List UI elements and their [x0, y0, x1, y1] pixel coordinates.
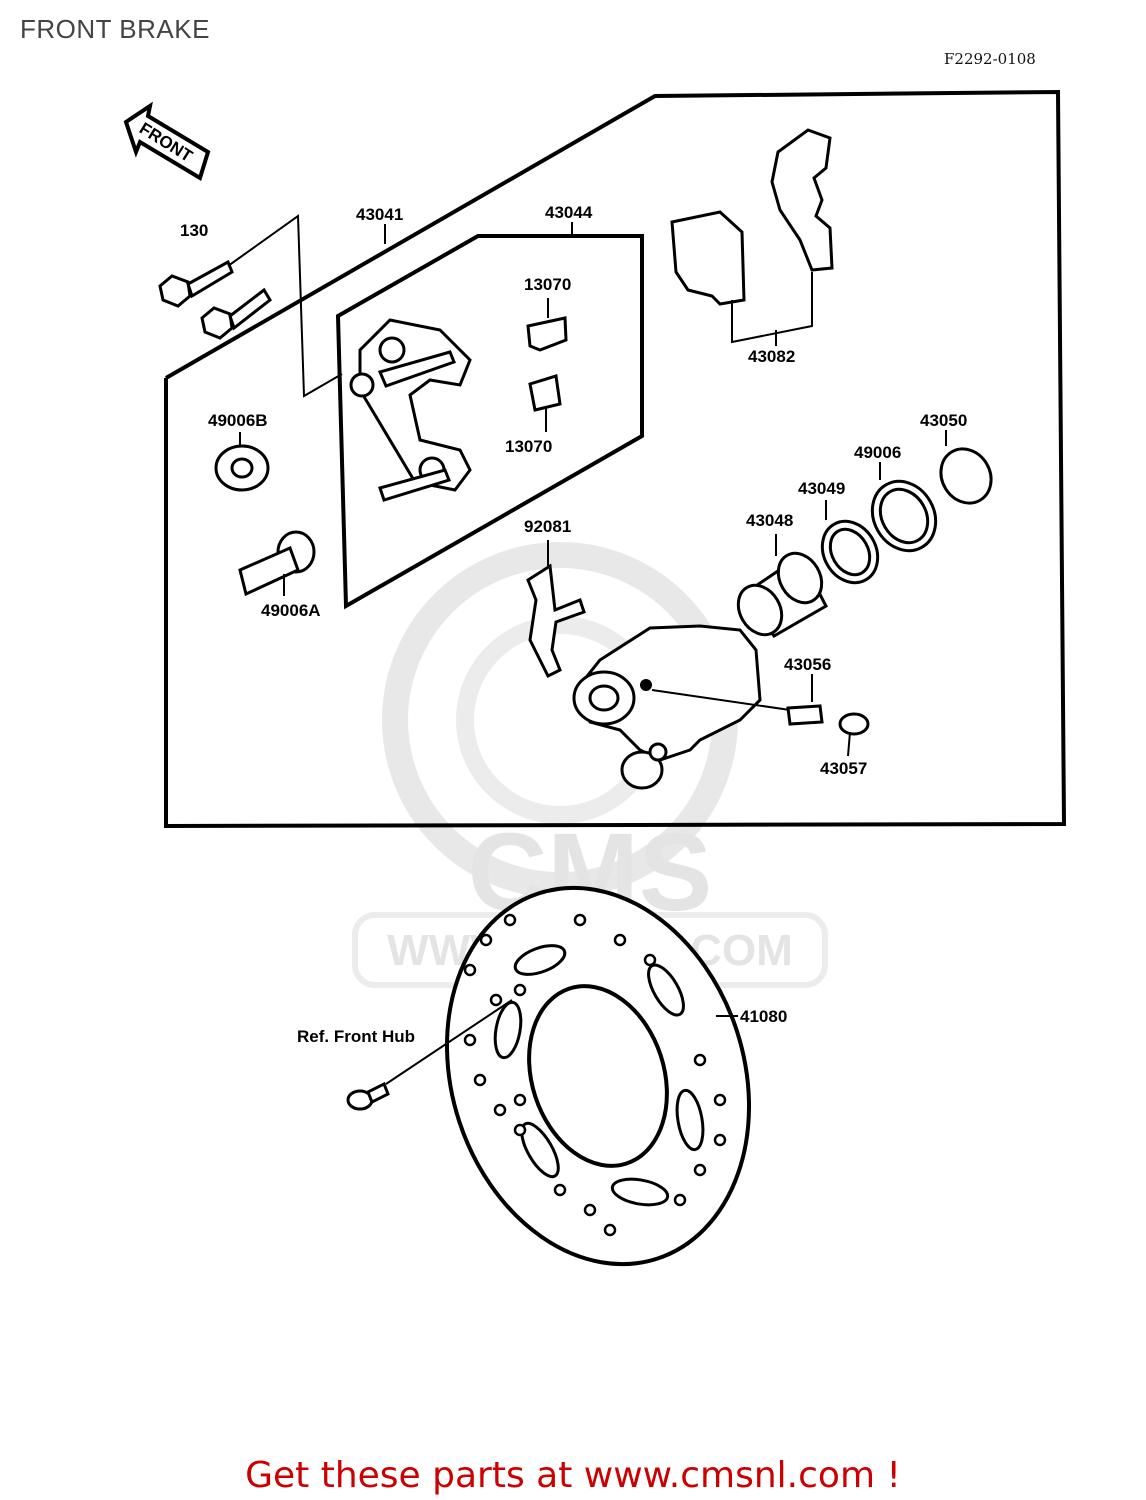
caliper-body — [572, 624, 791, 790]
assembly-frame-43041 — [164, 89, 1067, 829]
cap-43050 — [939, 430, 993, 505]
label-43044: 43044 — [545, 203, 593, 222]
label-ref-front-hub: Ref. Front Hub — [297, 1027, 415, 1046]
label-43041: 43041 — [356, 205, 403, 224]
page-title: FRONT BRAKE — [20, 14, 210, 44]
label-92081: 92081 — [524, 517, 571, 536]
caliper-bracket — [349, 318, 472, 502]
label-43057: 43057 — [820, 759, 867, 778]
footer-cta[interactable]: Get these parts at www.cmsnl.com ! — [245, 1455, 901, 1496]
bolt-130 — [158, 214, 343, 398]
front-direction-arrow: FRONT — [123, 101, 211, 182]
label-43049: 43049 — [798, 479, 845, 498]
bleed-valve-43056 — [786, 674, 824, 726]
diagram-code: F2292-0108 — [944, 50, 1036, 68]
label-130: 130 — [180, 221, 208, 240]
brake-disc-41080 — [445, 885, 751, 1267]
brake-pads-43082 — [670, 128, 834, 346]
label-49006B: 49006B — [208, 411, 268, 430]
label-13070-top: 13070 — [524, 275, 571, 294]
pad-spring-13070 — [526, 298, 568, 432]
label-49006: 49006 — [854, 443, 901, 462]
label-49006A: 49006A — [261, 601, 321, 620]
boot-49006B — [214, 432, 270, 492]
label-43048: 43048 — [746, 511, 793, 530]
label-43082: 43082 — [748, 347, 795, 366]
label-13070-bottom: 13070 — [505, 437, 552, 456]
piston-43048 — [736, 534, 828, 638]
assembly-frame-43044 — [335, 234, 644, 610]
bleed-cap-43057 — [838, 712, 870, 757]
hub-screw — [346, 999, 513, 1111]
spring-92081 — [526, 540, 586, 679]
label-43050: 43050 — [920, 411, 967, 430]
pin-49006A — [238, 530, 316, 597]
seal-43049 — [820, 500, 880, 585]
dust-seal-49006 — [870, 462, 938, 553]
label-41080: 41080 — [740, 1007, 787, 1026]
label-43056: 43056 — [784, 655, 831, 674]
